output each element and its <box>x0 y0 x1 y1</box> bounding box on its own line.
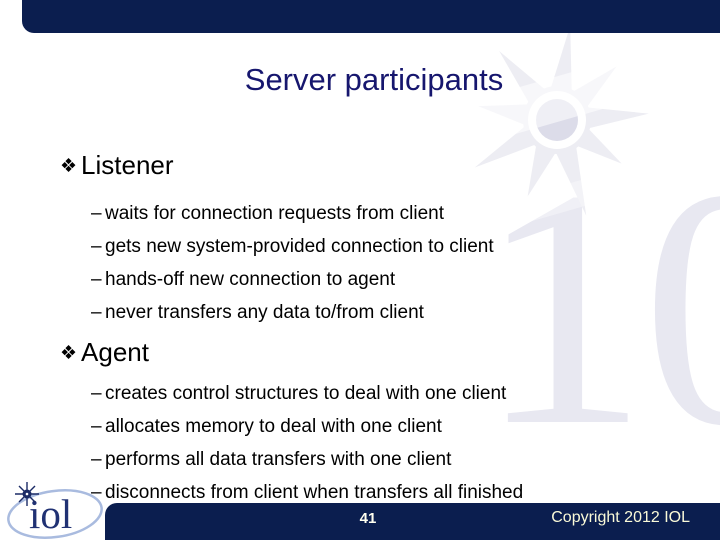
list-item-text: never transfers any data to/from client <box>105 302 424 323</box>
bottom-bar: 41 Copyright 2012 IOL <box>105 503 720 540</box>
list-item-text: waits for connection requests from clien… <box>105 203 444 224</box>
list-item-text: hands-off new connection to agent <box>105 269 396 290</box>
bullet-label: Agent <box>81 337 149 367</box>
list-item: – hands-off new connection to agent <box>60 263 710 296</box>
list-item: – disconnects from client when transfers… <box>60 476 710 509</box>
list-item: – never transfers any data to/from clien… <box>60 296 710 329</box>
dash-bullet-icon: – <box>91 203 102 224</box>
dash-bullet-icon: – <box>91 269 102 290</box>
listener-sub-list: – waits for connection requests from cli… <box>60 197 710 329</box>
list-item-text: gets new system-provided connection to c… <box>105 236 494 257</box>
list-item: – allocates memory to deal with one clie… <box>60 410 710 443</box>
list-item: – gets new system-provided connection to… <box>60 230 710 263</box>
list-item: – waits for connection requests from cli… <box>60 197 710 230</box>
dash-bullet-icon: – <box>91 416 102 437</box>
bullet-agent: ❖ Agent <box>60 337 710 371</box>
list-item-text: performs all data transfers with one cli… <box>105 449 452 470</box>
diamond-bullet-icon: ❖ <box>60 343 78 364</box>
watermark-ten-text: 10 <box>478 119 720 496</box>
logo-text: iol <box>29 491 72 537</box>
dash-bullet-icon: – <box>91 236 102 257</box>
list-item: – creates control structures to deal wit… <box>60 377 710 410</box>
top-bar <box>22 0 720 33</box>
diamond-bullet-icon: ❖ <box>60 156 78 177</box>
list-item-text: allocates memory to deal with one client <box>105 416 442 437</box>
agent-sub-list: – creates control structures to deal wit… <box>60 377 710 509</box>
slide-body: ❖ Listener – waits for connection reques… <box>60 150 710 509</box>
copyright-text: Copyright 2012 IOL <box>551 509 690 526</box>
dash-bullet-icon: – <box>91 482 102 503</box>
bullet-label: Listener <box>81 150 174 180</box>
list-item-text: disconnects from client when transfers a… <box>105 482 524 503</box>
list-item: – performs all data transfers with one c… <box>60 443 710 476</box>
dash-bullet-icon: – <box>91 449 102 470</box>
starburst-icon <box>15 482 39 506</box>
iol-logo: iol <box>7 482 103 539</box>
logo-ellipse <box>7 489 103 539</box>
page-number: 41 <box>359 510 377 527</box>
page-title: Server participants <box>244 62 504 97</box>
dash-bullet-icon: – <box>91 383 102 404</box>
dash-bullet-icon: – <box>91 302 102 323</box>
list-item-text: creates control structures to deal with … <box>105 383 507 404</box>
bullet-listener: ❖ Listener <box>60 150 710 184</box>
